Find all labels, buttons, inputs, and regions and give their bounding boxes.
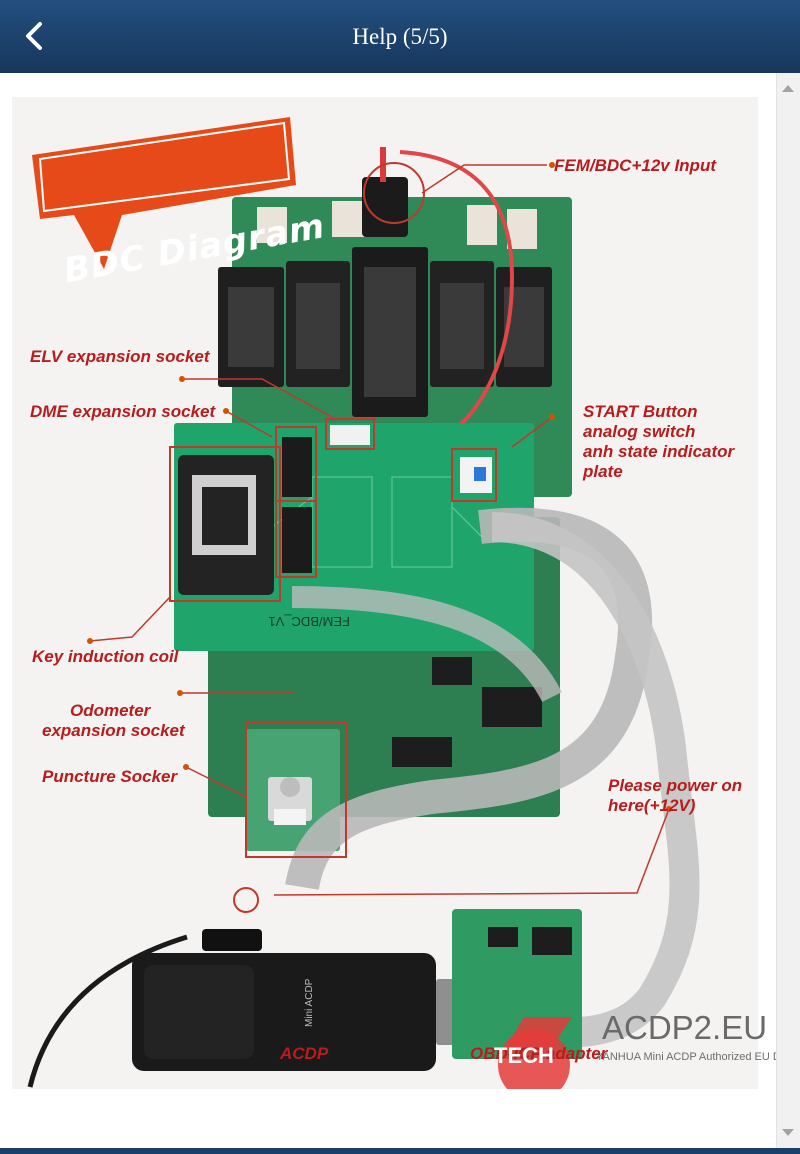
- label-odometer-2: expansion socket: [42, 721, 185, 740]
- label-key-coil: Key induction coil: [32, 647, 179, 666]
- help-content: FEM/BDC_V1: [0, 73, 800, 1148]
- bdc-badge: [32, 117, 296, 269]
- bdc-diagram-image: FEM/BDC_V1: [12, 97, 800, 1089]
- page-title: Help (5/5): [352, 24, 448, 49]
- scroll-down-icon[interactable]: [782, 1129, 794, 1136]
- label-start-button-3: anh state indicator: [583, 442, 735, 461]
- label-dme-socket: DME expansion socket: [30, 402, 216, 421]
- bottom-bar: [0, 1148, 800, 1154]
- watermark-brand: ACDP2.EU: [602, 1009, 768, 1046]
- vertical-scrollbar[interactable]: [776, 73, 800, 1148]
- header-bar: Help (5/5): [0, 0, 800, 73]
- label-power-2: here(+12V): [608, 796, 696, 815]
- label-start-button-4: plate: [583, 462, 623, 481]
- board-label-text: FEM/BDC_V1: [268, 614, 350, 629]
- back-button[interactable]: [14, 16, 54, 56]
- label-start-button-2: analog switch: [583, 422, 696, 441]
- scroll-up-icon[interactable]: [782, 85, 794, 92]
- watermark-logo-text: TECH: [494, 1043, 554, 1068]
- label-puncture: Puncture Socker: [42, 767, 178, 786]
- device-text: Mini ACDP: [304, 978, 315, 1027]
- label-obd-adapter: OBD-ICP adapter: [470, 1044, 608, 1063]
- label-fem-input: FEM/BDC+12v Input: [554, 156, 716, 175]
- label-odometer-1: Odometer: [70, 701, 151, 720]
- label-acdp: ACDP: [280, 1044, 329, 1063]
- watermark-tagline: YANHUA Mini ACDP Authorized EU Dealer: [596, 1051, 800, 1063]
- label-elv-socket: ELV expansion socket: [30, 347, 210, 366]
- label-power-1: Please power on: [608, 776, 743, 795]
- chevron-left-icon: [26, 22, 42, 50]
- label-start-button-1: START Button: [583, 402, 698, 421]
- bdc-diagram-graphic: FEM/BDC_V1: [27, 117, 700, 1089]
